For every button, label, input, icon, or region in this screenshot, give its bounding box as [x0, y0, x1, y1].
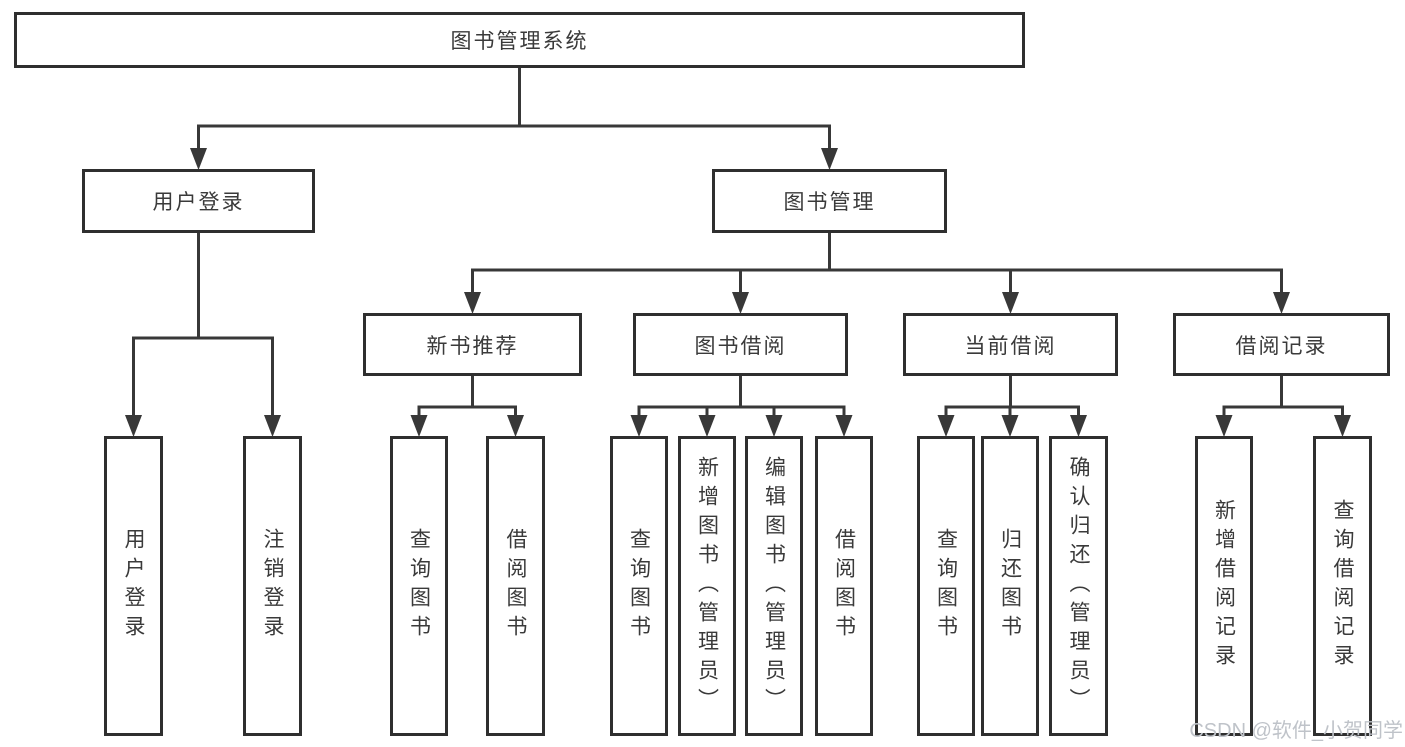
node-label-new-book-recommend: 新书推荐 — [426, 334, 519, 358]
node-current-borrow: 当前借阅 — [903, 313, 1118, 376]
arrowhead-to-leaf-edit-book-admin — [765, 415, 783, 437]
node-new-book-recommend: 新书推荐 — [363, 313, 582, 376]
node-label-book-borrow: 图书借阅 — [694, 334, 787, 358]
arrowhead-to-leaf-borrow-book-1 — [507, 415, 524, 437]
node-label-leaf-borrow-book-1: 借阅图书 — [504, 528, 527, 644]
node-book-management-module: 图书管理 — [712, 169, 947, 233]
arrowhead-to-leaf-query-borrow-record — [1334, 415, 1351, 437]
node-leaf-borrow-book-2: 借阅图书 — [815, 436, 873, 736]
arrowhead-to-user-login-module — [190, 148, 207, 170]
node-label-book-management-module: 图书管理 — [783, 191, 876, 214]
arrowhead-to-leaf-logout — [264, 415, 281, 437]
arrowhead-to-leaf-query-book-2 — [630, 415, 648, 437]
node-label-leaf-add-book-admin: 新增图书（管理员） — [695, 455, 719, 717]
node-leaf-edit-book-admin: 编辑图书（管理员） — [745, 436, 803, 736]
arrowhead-to-leaf-add-borrow-record — [1215, 415, 1233, 437]
arrowhead-to-borrow-record — [1273, 292, 1290, 314]
arrowhead-to-book-management-module — [821, 148, 838, 170]
node-label-system-root: 图书管理系统 — [450, 30, 589, 53]
arrowhead-to-leaf-borrow-book-2 — [835, 415, 853, 437]
node-label-leaf-logout: 注销登录 — [261, 528, 284, 644]
node-leaf-add-borrow-record: 新增借阅记录 — [1195, 436, 1253, 736]
node-label-leaf-borrow-book-2: 借阅图书 — [832, 528, 856, 644]
node-label-leaf-add-borrow-record: 新增借阅记录 — [1212, 499, 1236, 673]
arrowhead-to-current-borrow — [1002, 292, 1019, 314]
node-leaf-query-book-3: 查询图书 — [917, 436, 975, 736]
node-label-leaf-edit-book-admin: 编辑图书（管理员） — [762, 455, 786, 717]
csdn-watermark: CSDN @软件_小贺同学 — [1189, 720, 1403, 742]
arrowhead-to-leaf-return-book — [1001, 415, 1019, 437]
node-label-leaf-return-book: 归还图书 — [998, 528, 1022, 644]
arrowhead-to-leaf-query-book-3 — [937, 415, 955, 437]
node-label-leaf-confirm-return-admin: 确认归还（管理员） — [1067, 455, 1090, 717]
node-borrow-record: 借阅记录 — [1173, 313, 1390, 376]
node-label-leaf-user-login: 用户登录 — [122, 528, 145, 644]
arrowhead-to-leaf-add-book-admin — [698, 415, 716, 437]
node-leaf-query-book-1: 查询图书 — [390, 436, 448, 736]
node-leaf-borrow-book-1: 借阅图书 — [486, 436, 545, 736]
node-leaf-query-borrow-record: 查询借阅记录 — [1313, 436, 1372, 736]
node-label-user-login-module: 用户登录 — [152, 191, 245, 214]
node-leaf-logout: 注销登录 — [243, 436, 302, 736]
node-label-current-borrow: 当前借阅 — [964, 334, 1057, 358]
arrowhead-to-leaf-query-book-1 — [410, 415, 428, 437]
node-label-borrow-record: 借阅记录 — [1235, 334, 1328, 358]
node-leaf-return-book: 归还图书 — [981, 436, 1039, 736]
node-book-borrow: 图书借阅 — [633, 313, 848, 376]
node-leaf-confirm-return-admin: 确认归还（管理员） — [1049, 436, 1108, 736]
node-label-leaf-query-book-1: 查询图书 — [407, 528, 431, 644]
arrowhead-to-leaf-user-login — [125, 415, 142, 437]
node-leaf-add-book-admin: 新增图书（管理员） — [678, 436, 736, 736]
node-label-leaf-query-borrow-record: 查询借阅记录 — [1331, 499, 1354, 673]
node-leaf-query-book-2: 查询图书 — [610, 436, 668, 736]
node-user-login-module: 用户登录 — [82, 169, 315, 233]
node-label-leaf-query-book-3: 查询图书 — [934, 528, 958, 644]
arrowhead-to-leaf-confirm-return-admin — [1070, 415, 1087, 437]
node-label-leaf-query-book-2: 查询图书 — [627, 528, 651, 644]
arrowhead-to-new-book-recommend — [464, 292, 481, 314]
arrowhead-to-book-borrow — [732, 292, 749, 314]
node-system-root: 图书管理系统 — [14, 12, 1025, 68]
node-leaf-user-login: 用户登录 — [104, 436, 163, 736]
